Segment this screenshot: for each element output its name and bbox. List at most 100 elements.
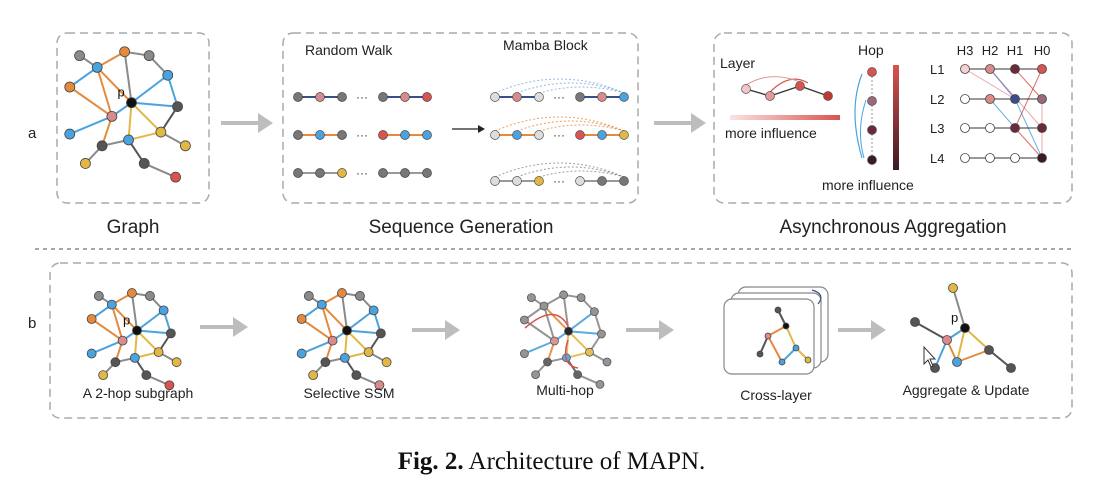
graph-node [339,352,350,363]
graph-edge [69,86,113,118]
graph-node [573,370,582,380]
grid-node [1010,64,1020,74]
graph-node [129,352,140,363]
graph-edge [69,115,113,135]
step-arrow [626,320,674,340]
graph-node [123,134,134,146]
graph-node [355,291,365,301]
graph-node [960,323,970,333]
async-box [713,32,1073,204]
graph-node [564,326,573,336]
graph-node [164,380,175,391]
graph-edge [952,287,966,329]
graph-edge [91,339,123,355]
grid-node [1037,64,1047,74]
more-influence-layer: more influence [725,125,817,141]
mamba-node [512,176,522,186]
graph-node [597,329,606,339]
step-arrow [412,320,460,340]
graph-node [764,332,772,340]
graph-edge [956,349,990,363]
walk-node [315,168,325,178]
graph-edge [346,309,375,332]
graph-node [320,357,331,368]
graph-node [327,335,338,346]
grid-cross-edge [1014,68,1043,100]
layer-arc [769,78,809,93]
hop-header-H3: H3 [957,43,974,58]
graph-edge [130,292,138,331]
graph-edge [136,329,160,353]
walk-node [293,92,303,102]
graph-node [141,370,152,381]
graph-edge [131,101,178,108]
graph-edge [136,329,171,335]
graph-node [171,357,182,368]
layer-arc [745,76,801,86]
graph-edge [127,102,133,140]
hop-label: Hop [858,42,884,58]
panel-b-box [49,262,1073,419]
graph-node [64,128,76,140]
grid-cross-edge [1014,127,1043,159]
grid-node [985,64,995,74]
mamba-node [619,176,629,186]
graph-node [86,348,97,359]
multi-hop-arc [564,339,579,369]
layer-node [741,84,751,94]
walk-node [378,168,388,178]
graph-edge [543,305,556,342]
walk-ellipsis: ··· [356,128,368,142]
layer-label-L4: L4 [930,151,944,166]
graph-node [170,171,182,183]
layer-node [823,91,833,101]
graph-node [375,328,386,339]
layer-label: Layer [720,55,755,71]
graph-node [543,357,552,367]
graph-node [539,301,549,311]
graph-node [590,307,599,317]
graph-node [126,97,137,109]
async-aggregation-diagram [730,64,1047,170]
graph-node [804,356,812,364]
layer-edge [769,85,801,97]
graph-node [106,299,117,310]
walk-node [422,130,432,140]
layer-label-L3: L3 [930,121,944,136]
graph-edge [524,340,555,355]
hop-influence-bar [893,65,899,170]
graph-node [520,349,529,359]
hop-node [867,125,877,135]
sequence-caption: Sequence Generation [369,217,554,238]
grid-node [1010,123,1020,133]
graph-node [774,306,782,314]
mamba-node [512,130,522,140]
graph-node [550,336,559,346]
mamba-arc [516,166,625,178]
graph-node [308,370,319,381]
mouse-cursor [923,345,937,368]
graph-edge [143,162,177,179]
layer-node [795,81,805,91]
mamba-node [597,176,607,186]
sequence-box [282,32,639,204]
walk-node [422,92,432,102]
graph-box [56,32,210,204]
grid-cross-edge [964,68,1016,100]
walk-node [293,130,303,140]
async-caption: Asynchronous Aggregation [779,217,1006,238]
graph-node [145,291,155,301]
mamba-node [597,130,607,140]
mamba-node [490,92,500,102]
mamba-arc [538,124,625,132]
sequence-arrowhead [478,125,485,133]
graph-node [127,288,137,298]
mamba-block-label: Mamba Block [503,37,589,53]
step-label-2: Selective SSM [303,385,394,401]
walk-node [378,130,388,140]
graph-edge [91,318,124,342]
graph-edge [130,101,162,133]
walk-node [422,168,432,178]
caption-text: Architecture of MAPN. [468,448,706,475]
